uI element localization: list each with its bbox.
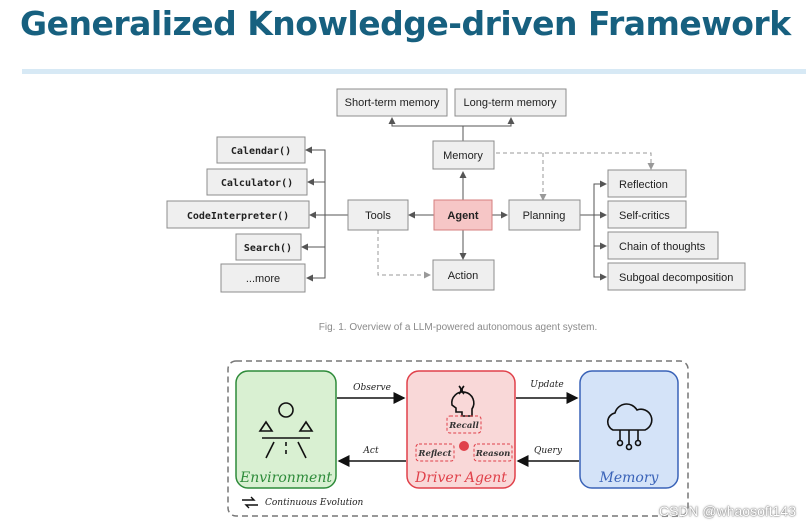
plan-subgoal-decomposition: Subgoal decomposition [607,262,746,291]
figure1-caption: Fig. 1. Overview of a LLM-powered autono… [319,322,597,333]
observe-label: Observe [353,383,391,393]
svg-text:Planning: Planning [523,210,566,222]
svg-text:Memory: Memory [443,150,483,162]
planning-node: Planning [508,199,581,231]
svg-text:Self-critics: Self-critics [619,210,670,222]
framework-border [227,360,689,517]
edge-memory-reflection [496,152,655,170]
update-label: Update [530,380,563,390]
cycle-arrows-icon [242,496,258,509]
memory-label: Memory [599,470,660,486]
edge-tools-action [377,230,431,279]
tool-calendar: Calendar() [216,136,306,164]
short-term-memory-node: Short-term memory [336,88,448,117]
edge-tools-more [306,215,326,282]
memory-panel: Memory [579,370,679,489]
tool-more: ...more [220,263,306,293]
driver-agent-panel: Recall Reflect Reason Driver Agent [406,370,516,489]
tool-search: Search() [235,233,302,261]
edge-memory-longterm [463,117,515,127]
long-term-memory-node: Long-term memory [454,88,567,117]
svg-text:Action: Action [448,270,479,282]
svg-text:Tools: Tools [365,210,391,222]
svg-text:CodeInterpreter(): CodeInterpreter() [187,211,289,222]
svg-text:Search(): Search() [244,243,292,254]
slide-title: Generalized Knowledge-driven Framework [20,4,791,43]
recall-label: Recall [448,421,479,431]
continuous-evolution-label: Continuous Evolution [265,498,364,508]
figure-driver-agent: Environment Recall Reflect Reason Driver… [227,360,689,517]
svg-text:Subgoal decomposition: Subgoal decomposition [619,272,733,284]
svg-text:Calculator(): Calculator() [221,178,293,189]
watermark: CSDN @whaosoft143 [658,503,796,519]
agent-node: Agent [433,199,493,231]
query-label: Query [534,446,563,456]
plan-chain-of-thoughts: Chain of thoughts [607,231,719,260]
environment-panel: Environment [235,370,337,489]
environment-label: Environment [239,470,332,486]
edge-tools-calendar [305,146,326,215]
driver-agent-label: Driver Agent [414,470,507,486]
svg-text:Chain of thoughts: Chain of thoughts [619,241,706,253]
reflect-label: Reflect [417,449,451,459]
plan-self-critics: Self-critics [607,200,687,229]
figure-agent-overview: Short-term memory Long-term memory Memor… [166,88,746,333]
edge-planning-subgoal [593,215,607,281]
svg-text:Agent: Agent [447,210,479,222]
action-node: Action [432,259,495,291]
tool-code-interpreter: CodeInterpreter() [166,200,310,229]
road-trees-icon [258,402,314,459]
svg-text:...more: ...more [246,273,280,285]
title-divider [22,69,806,74]
svg-text:Long-term memory: Long-term memory [464,97,557,109]
cloud-network-icon [607,403,653,451]
memory-node: Memory [432,140,495,170]
tool-calculator: Calculator() [206,168,308,196]
tools-node: Tools [347,199,409,231]
reason-label: Reason [475,449,511,459]
edge-memory-shortterm [388,117,464,141]
edge-planning-reflection [593,180,607,215]
svg-text:Calendar(): Calendar() [231,146,291,157]
cycle-icon [459,441,469,451]
svg-text:Short-term memory: Short-term memory [345,97,440,109]
svg-text:Reflection: Reflection [619,179,668,191]
act-label: Act [362,446,379,456]
plan-reflection: Reflection [607,169,687,198]
